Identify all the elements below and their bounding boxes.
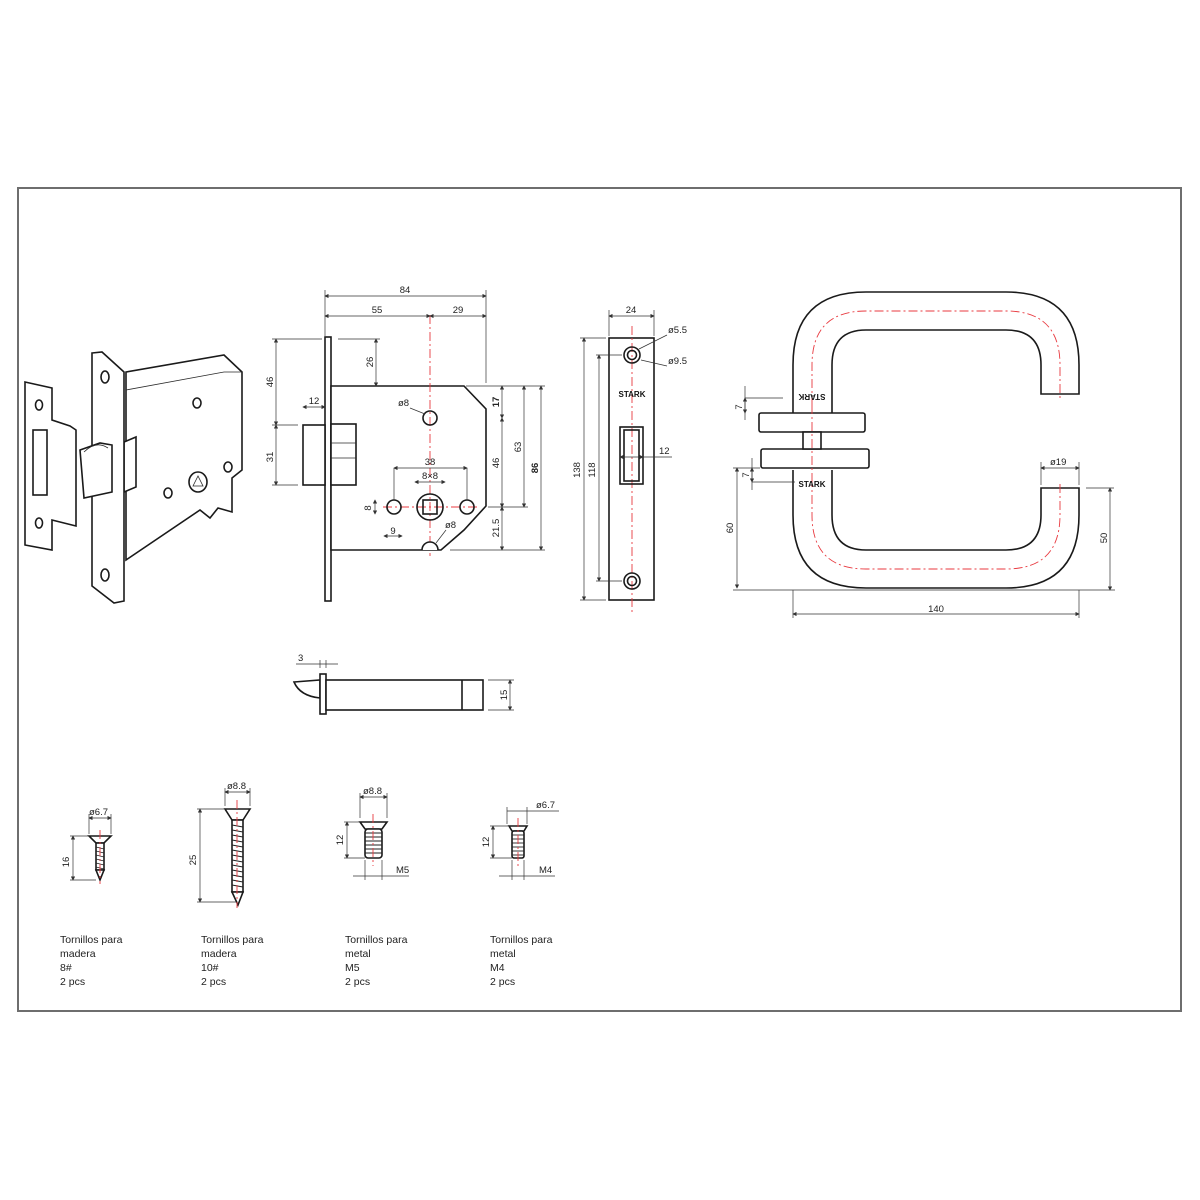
caption-line: madera xyxy=(60,948,96,960)
caption-line: 2 pcs xyxy=(490,976,516,988)
svg-text:25: 25 xyxy=(188,855,199,866)
svg-text:ø8: ø8 xyxy=(445,520,456,531)
caption-line: 8# xyxy=(60,962,72,974)
svg-text:8×8: 8×8 xyxy=(422,471,438,482)
latch-bolt-view: 3 15 xyxy=(292,653,514,715)
screw-caption-metal-m4: Tornillos para metal M4 2 pcs xyxy=(490,933,552,989)
svg-text:ø8: ø8 xyxy=(398,398,409,409)
screw-caption-metal-m5: Tornillos para metal M5 2 pcs xyxy=(345,933,407,989)
svg-text:84: 84 xyxy=(400,285,411,296)
caption-line: metal xyxy=(345,948,371,960)
svg-text:ø8.8: ø8.8 xyxy=(363,786,382,797)
svg-text:46: 46 xyxy=(265,377,276,388)
caption-line: 2 pcs xyxy=(345,976,371,988)
svg-text:STARK: STARK xyxy=(799,480,826,489)
svg-text:60: 60 xyxy=(725,523,736,534)
svg-text:31: 31 xyxy=(265,452,276,463)
screw-caption-wood-10: Tornillos para madera 10# 2 pcs xyxy=(201,933,263,989)
svg-text:138: 138 xyxy=(572,462,583,478)
screw-metal-m4: ø6.7 12 M4 xyxy=(481,800,559,880)
caption-line: Tornillos para xyxy=(490,934,553,946)
caption-line: metal xyxy=(490,948,516,960)
svg-text:7: 7 xyxy=(741,472,752,477)
svg-text:38: 38 xyxy=(425,457,436,468)
svg-text:8: 8 xyxy=(363,505,374,510)
caption-line: Tornillos para xyxy=(345,934,408,946)
screw-wood-10: ø8.8 25 xyxy=(188,781,252,908)
caption-line: 10# xyxy=(201,962,219,974)
svg-text:3: 3 xyxy=(298,653,303,664)
svg-text:ø6.7: ø6.7 xyxy=(536,800,555,811)
svg-text:50: 50 xyxy=(1099,533,1110,544)
svg-text:M5: M5 xyxy=(396,865,409,876)
caption-line: madera xyxy=(201,948,237,960)
svg-text:12: 12 xyxy=(659,446,670,457)
screw-wood-8: ø6.7 16 xyxy=(61,807,113,884)
svg-text:46: 46 xyxy=(491,458,502,469)
svg-text:STARK: STARK xyxy=(798,392,825,401)
svg-text:24: 24 xyxy=(626,305,637,316)
svg-text:9: 9 xyxy=(390,526,395,537)
svg-text:12: 12 xyxy=(309,396,320,407)
isometric-lock-view xyxy=(24,351,243,604)
svg-text:12: 12 xyxy=(481,837,492,848)
svg-text:M4: M4 xyxy=(539,865,552,876)
svg-text:ø6.7: ø6.7 xyxy=(89,807,108,818)
caption-line: 2 pcs xyxy=(60,976,86,988)
caption-line: M5 xyxy=(345,962,360,974)
caption-line: Tornillos para xyxy=(60,934,123,946)
faceplate-view: STARK 24 ø5.5 ø9.5 138 118 12 xyxy=(572,305,687,612)
svg-text:ø8.8: ø8.8 xyxy=(227,781,246,792)
svg-text:17: 17 xyxy=(491,397,502,408)
screw-metal-m5: ø8.8 12 M5 xyxy=(335,786,409,880)
svg-text:ø19: ø19 xyxy=(1050,457,1066,468)
svg-text:26: 26 xyxy=(365,357,376,368)
caption-line: Tornillos para xyxy=(201,934,264,946)
svg-text:7: 7 xyxy=(734,404,745,409)
svg-text:ø5.5: ø5.5 xyxy=(668,325,687,336)
svg-text:140: 140 xyxy=(928,604,944,615)
lock-body-front-view: 84 55 29 26 46 31 12 ø8 38 8×8 8 xyxy=(265,285,545,602)
drawing-frame xyxy=(17,187,1182,1012)
svg-text:12: 12 xyxy=(335,835,346,846)
svg-text:29: 29 xyxy=(453,305,464,316)
screw-caption-wood-8: Tornillos para madera 8# 2 pcs xyxy=(60,933,122,989)
svg-text:55: 55 xyxy=(372,305,383,316)
svg-text:ø9.5: ø9.5 xyxy=(668,356,687,367)
svg-text:118: 118 xyxy=(587,462,598,477)
svg-text:21.5: 21.5 xyxy=(491,519,502,538)
svg-text:63: 63 xyxy=(513,442,524,453)
caption-line: M4 xyxy=(490,962,505,974)
svg-text:15: 15 xyxy=(499,690,510,701)
svg-text:86: 86 xyxy=(530,463,541,474)
lever-handle-view: STARK STARK 7 7 60 ø19 50 140 xyxy=(725,291,1115,618)
svg-text:16: 16 xyxy=(61,857,72,868)
caption-line: 2 pcs xyxy=(201,976,227,988)
svg-text:STARK: STARK xyxy=(619,390,646,399)
